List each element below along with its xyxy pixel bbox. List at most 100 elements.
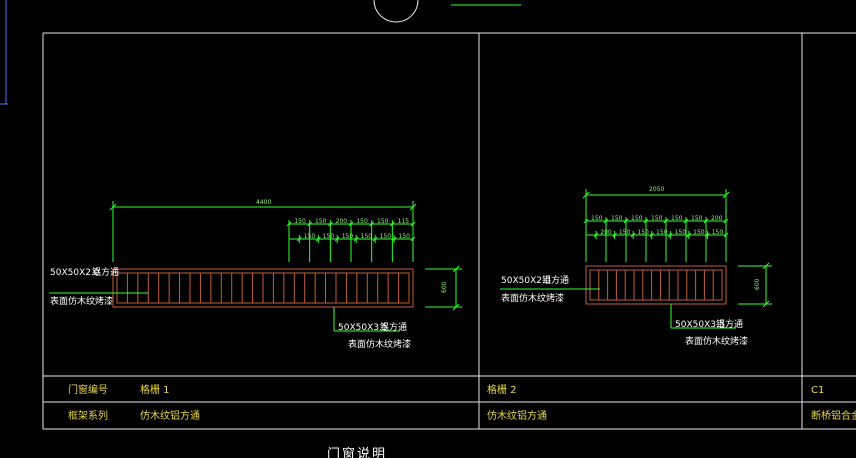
dim-text-bottom: 150 — [693, 229, 705, 236]
panel-code-3: C1 — [811, 385, 824, 396]
dim-tick — [372, 236, 378, 242]
callout-bottom-spec-1: 50X50X3.5 — [338, 323, 388, 333]
dim-tick — [630, 232, 636, 238]
callout-bottom-2 — [670, 304, 736, 329]
dim-text-top: 150 — [591, 215, 603, 222]
dim-tick — [353, 236, 359, 242]
dim-tick — [410, 236, 416, 242]
panel-code-2: 格栅 2 — [487, 383, 517, 396]
callout-left-spec-1: 50X50X2.0 — [50, 268, 100, 278]
dim-text-bottom: 200 — [600, 229, 612, 236]
overall-dimension-2 — [582, 189, 730, 262]
lattice-frame-outer-2 — [585, 265, 727, 305]
dim-text-bottom: 150 — [304, 233, 316, 240]
dim-text-top: 150 — [315, 218, 327, 225]
dim-tick — [663, 218, 669, 224]
dim-text-top: 200 — [711, 215, 723, 222]
dim-tick — [667, 232, 673, 238]
segment-dimensions-1: 150 150 200 150 150 115 150 150 150 150 150 150 — [286, 218, 416, 262]
dim-text-top: 150 — [631, 215, 643, 222]
dim-tick — [683, 218, 689, 224]
dim-tick — [327, 221, 333, 227]
callout-bottom-name-2: 铝方通 — [716, 318, 743, 330]
callout-left-finish-2: 表面仿木纹烤漆 — [501, 292, 564, 304]
dim-tick — [612, 232, 617, 238]
dim-text-bottom: 150 — [619, 229, 631, 236]
dim-tick — [389, 221, 395, 227]
dim-tick — [296, 236, 302, 242]
row-header-series: 框架系列 — [68, 409, 108, 422]
dim-tick — [723, 232, 729, 238]
dim-text-top: 150 — [356, 218, 368, 225]
dim-text-top: 150 — [671, 215, 683, 222]
dim-text-top: 200 — [336, 218, 348, 225]
panel-series-3: 断桥铝合金 — [811, 409, 856, 422]
dim-text-bottom: 150 — [323, 233, 335, 240]
dim-tick — [643, 218, 649, 224]
overall-dim-text-1: 4400 — [256, 199, 271, 206]
row-header-code: 门窗编号 — [68, 383, 108, 396]
height-dimension-2 — [738, 262, 772, 308]
dim-text-top: 150 — [651, 215, 663, 222]
height-dim-text-2: 600 — [754, 278, 761, 290]
dim-tick — [686, 232, 692, 238]
dim-text-top: 115 — [398, 218, 410, 225]
panel-series-1: 仿木纹铝方通 — [140, 409, 200, 422]
dim-text-bottom: 150 — [712, 229, 724, 236]
panel-series-2: 仿木纹铝方通 — [487, 409, 547, 422]
callout-bottom-spec-2: 50X50X3.5 — [675, 320, 725, 330]
dim-tick — [391, 236, 397, 242]
dim-tick — [334, 236, 340, 242]
panel-code-1: 格栅 1 — [140, 383, 170, 396]
dim-tick — [410, 221, 416, 227]
callout-bottom-finish-1: 表面仿木纹烤漆 — [348, 338, 411, 350]
dim-tick — [623, 218, 629, 224]
table-labels: 门窗编号 框架系列 格栅 1 仿木纹铝方通 格栅 2 仿木纹铝方通 C1 断桥铝… — [68, 383, 856, 422]
dim-tick — [307, 221, 313, 227]
lattice-frame-outer-1 — [112, 268, 414, 308]
dim-tick — [723, 218, 729, 224]
dim-tick — [286, 221, 292, 227]
dim-text-top: 150 — [691, 215, 703, 222]
dim-text-top: 150 — [294, 218, 306, 225]
dim-text-bottom: 150 — [361, 233, 373, 240]
dim-text-bottom: 150 — [380, 233, 392, 240]
dim-tick — [649, 232, 655, 238]
callout-bottom-1 — [333, 307, 400, 332]
callout-left-name-2: 铝方通 — [542, 274, 569, 286]
height-dimension-1 — [425, 265, 462, 311]
viewport-edge-marker — [0, 0, 8, 105]
sheet-title: 门窗说明 — [327, 446, 387, 458]
overall-dim-text-2: 2050 — [649, 186, 664, 193]
lattice-frame-inner-2 — [589, 269, 723, 301]
lattice-slats-2 — [598, 270, 714, 300]
dim-text-bottom: 150 — [675, 229, 687, 236]
dim-tick — [705, 232, 710, 238]
dim-text-bottom: 150 — [399, 233, 411, 240]
callout-bottom-finish-2: 表面仿木纹烤漆 — [685, 335, 748, 347]
dim-text-bottom: 150 — [342, 233, 354, 240]
callout-left-spec-2: 50X50X2.0 — [501, 276, 551, 286]
sheet-above-fragment — [373, 0, 521, 23]
dim-tick — [348, 221, 354, 227]
dim-text-top: 150 — [611, 215, 623, 222]
dim-text-bottom: 150 — [656, 229, 668, 236]
callout-left-name-1: 铝方通 — [92, 266, 119, 278]
lattice-slats-1 — [126, 273, 400, 303]
callout-bottom-name-1: 铝方通 — [380, 321, 407, 333]
dim-text-bottom: 150 — [637, 229, 649, 236]
dim-tick — [369, 221, 375, 227]
dim-tick — [593, 232, 599, 238]
dim-tick — [583, 218, 589, 224]
callout-left-finish-1: 表面仿木纹烤漆 — [50, 295, 113, 307]
dim-tick — [603, 218, 609, 224]
dim-text-top: 150 — [377, 218, 389, 225]
schedule-table — [42, 32, 856, 430]
dim-tick — [315, 236, 321, 242]
overall-dimension-1 — [109, 201, 417, 262]
height-dim-text-1: 600 — [441, 281, 448, 293]
